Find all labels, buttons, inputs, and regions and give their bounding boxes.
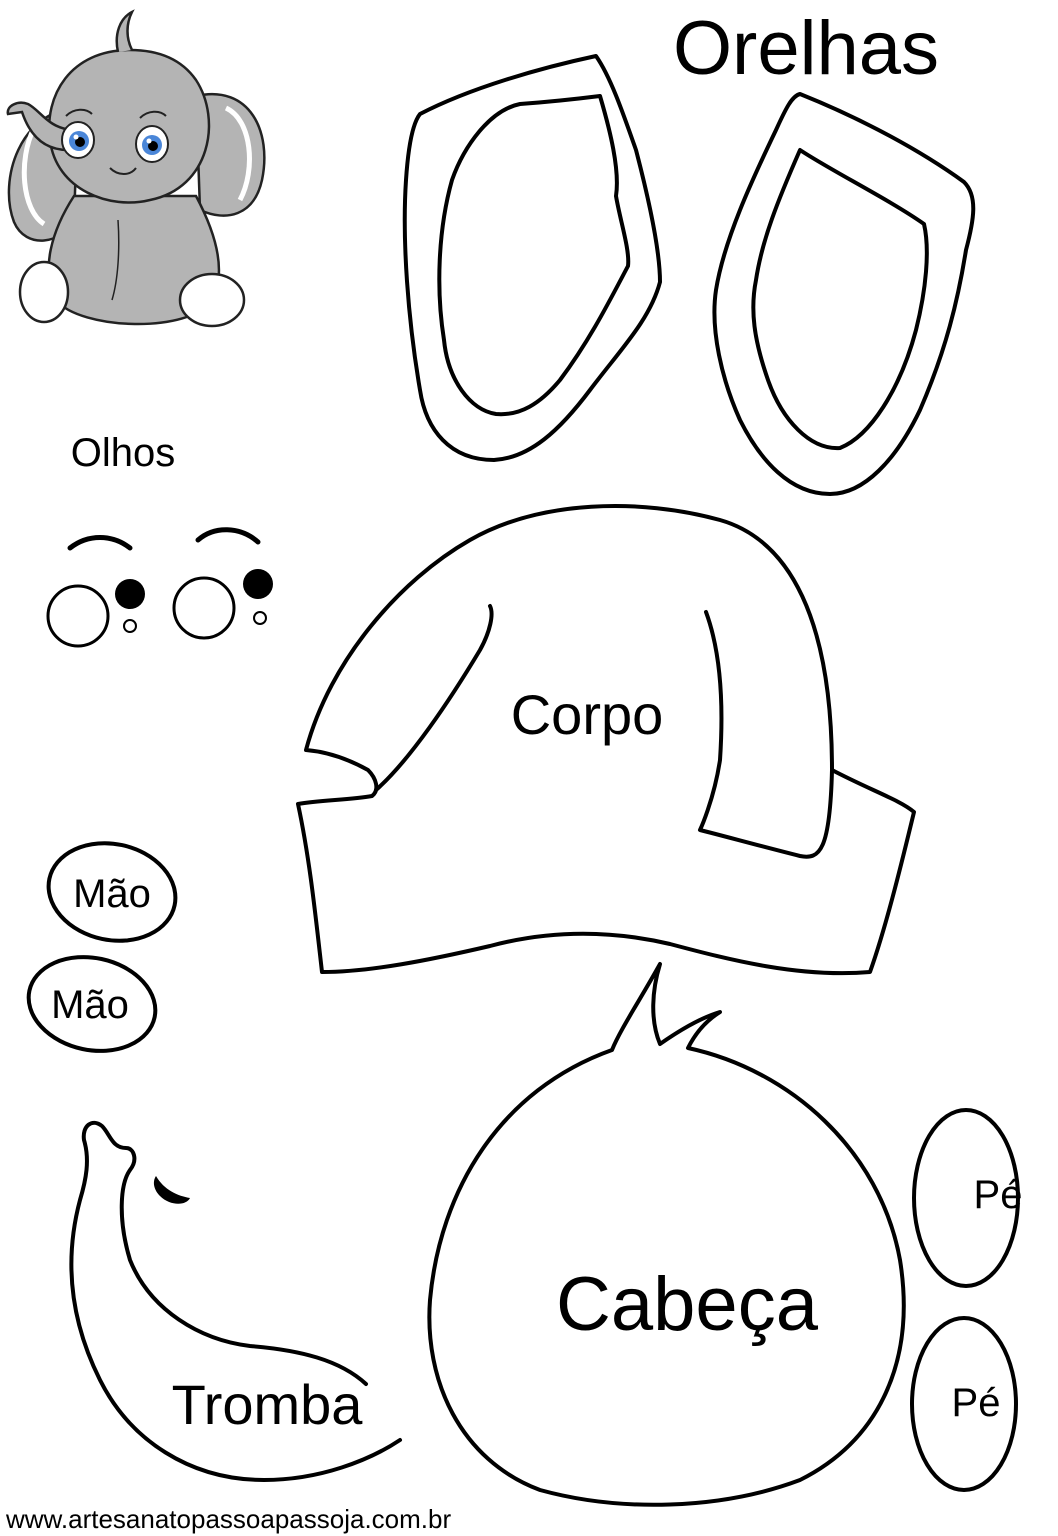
label-mao-1: Mão [73,872,151,916]
head-piece: Cabeça [427,962,906,1507]
label-pe-1: Pé [974,1173,1023,1217]
label-cabeca: Cabeça [556,1262,819,1347]
eye-left-white [46,584,110,648]
foot-piece-1: Pé [912,1108,1023,1288]
eye-right-highlight [253,611,267,625]
label-tromba: Tromba [172,1373,364,1436]
hand-piece-2: Mão [26,955,158,1053]
hand-piece-1: Mão [46,841,178,943]
eye-right-white [172,576,236,640]
label-corpo: Corpo [511,683,664,746]
trunk-nostril-mark [153,1176,190,1204]
footer-url: www.artesanatopassoapassoja.com.br [5,1504,451,1534]
eye-left-pupil [115,579,145,609]
title-orelhas: Orelhas [673,6,939,91]
label-pe-2: Pé [952,1381,1001,1425]
eyebrow-left [67,535,133,551]
trunk-piece: Tromba [69,1120,402,1482]
body-piece: Corpo [296,504,916,976]
label-mao-2: Mão [51,983,129,1027]
ear-left-piece [402,54,662,462]
eye-right-pupil [243,569,273,599]
elephant-illustration [6,9,266,328]
eyebrow-right [195,527,261,545]
eyes-pieces [46,527,273,648]
eye-left-highlight [123,619,137,633]
foot-piece-2: Pé [910,1316,1018,1492]
label-olhos: Olhos [71,431,176,475]
ear-right-piece [712,92,976,496]
